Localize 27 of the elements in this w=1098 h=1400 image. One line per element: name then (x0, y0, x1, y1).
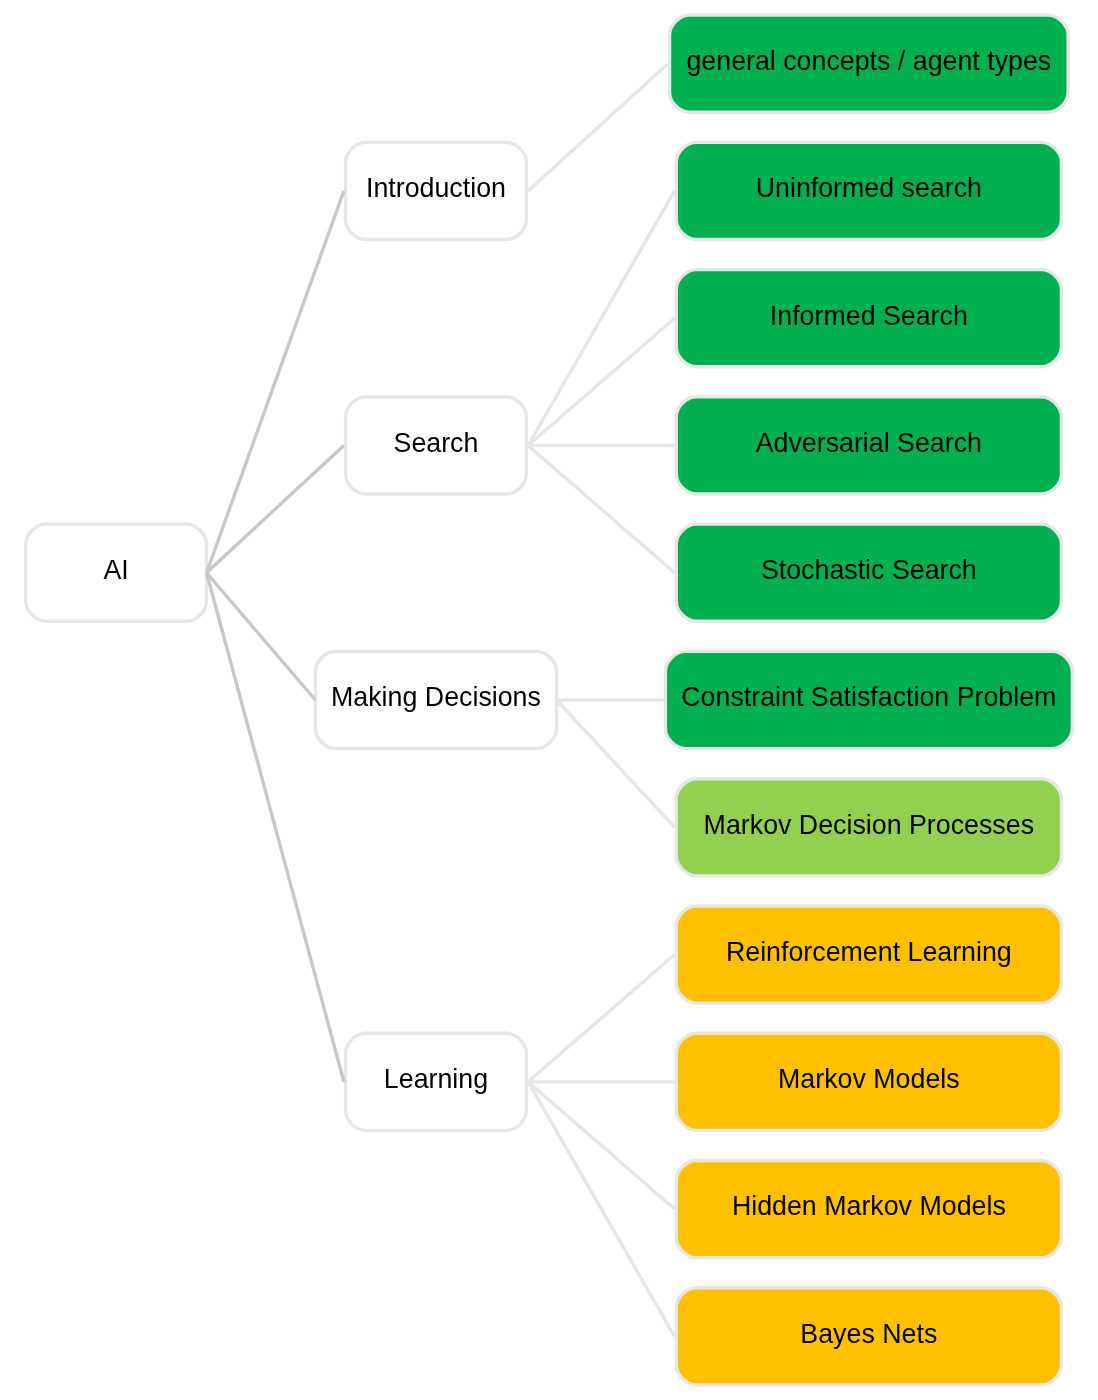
connector (528, 443, 675, 448)
node-box: general concepts / agent types (667, 13, 1070, 114)
node-box: Stochastic Search (674, 522, 1064, 623)
node-box: Making Decisions (313, 649, 559, 751)
node-box: Markov Models (674, 1031, 1064, 1133)
node-box: Learning (343, 1031, 529, 1133)
node-box: Constraint Satisfaction Problem (663, 649, 1074, 751)
connector (204, 572, 346, 1083)
node-box: Introduction (343, 140, 529, 242)
node-box: Hidden Markov Models (674, 1158, 1064, 1260)
connector (526, 62, 669, 193)
node-box: Reinforcement Learning (674, 904, 1064, 1005)
node-box: Search (343, 395, 529, 496)
node-box: Markov Decision Processes (674, 777, 1064, 878)
connector (526, 190, 677, 447)
connector (555, 698, 676, 829)
node-box: Bayes Nets (674, 1286, 1064, 1387)
node-box: Informed Search (674, 267, 1064, 369)
connector (205, 444, 345, 574)
connector (205, 571, 317, 702)
connector (526, 953, 676, 1084)
node-box: AI (24, 522, 209, 623)
node-box: Adversarial Search (674, 395, 1064, 496)
node-box: Uninformed search (674, 140, 1064, 242)
connector (526, 444, 676, 574)
connector (526, 1080, 677, 1338)
connector (204, 190, 346, 574)
